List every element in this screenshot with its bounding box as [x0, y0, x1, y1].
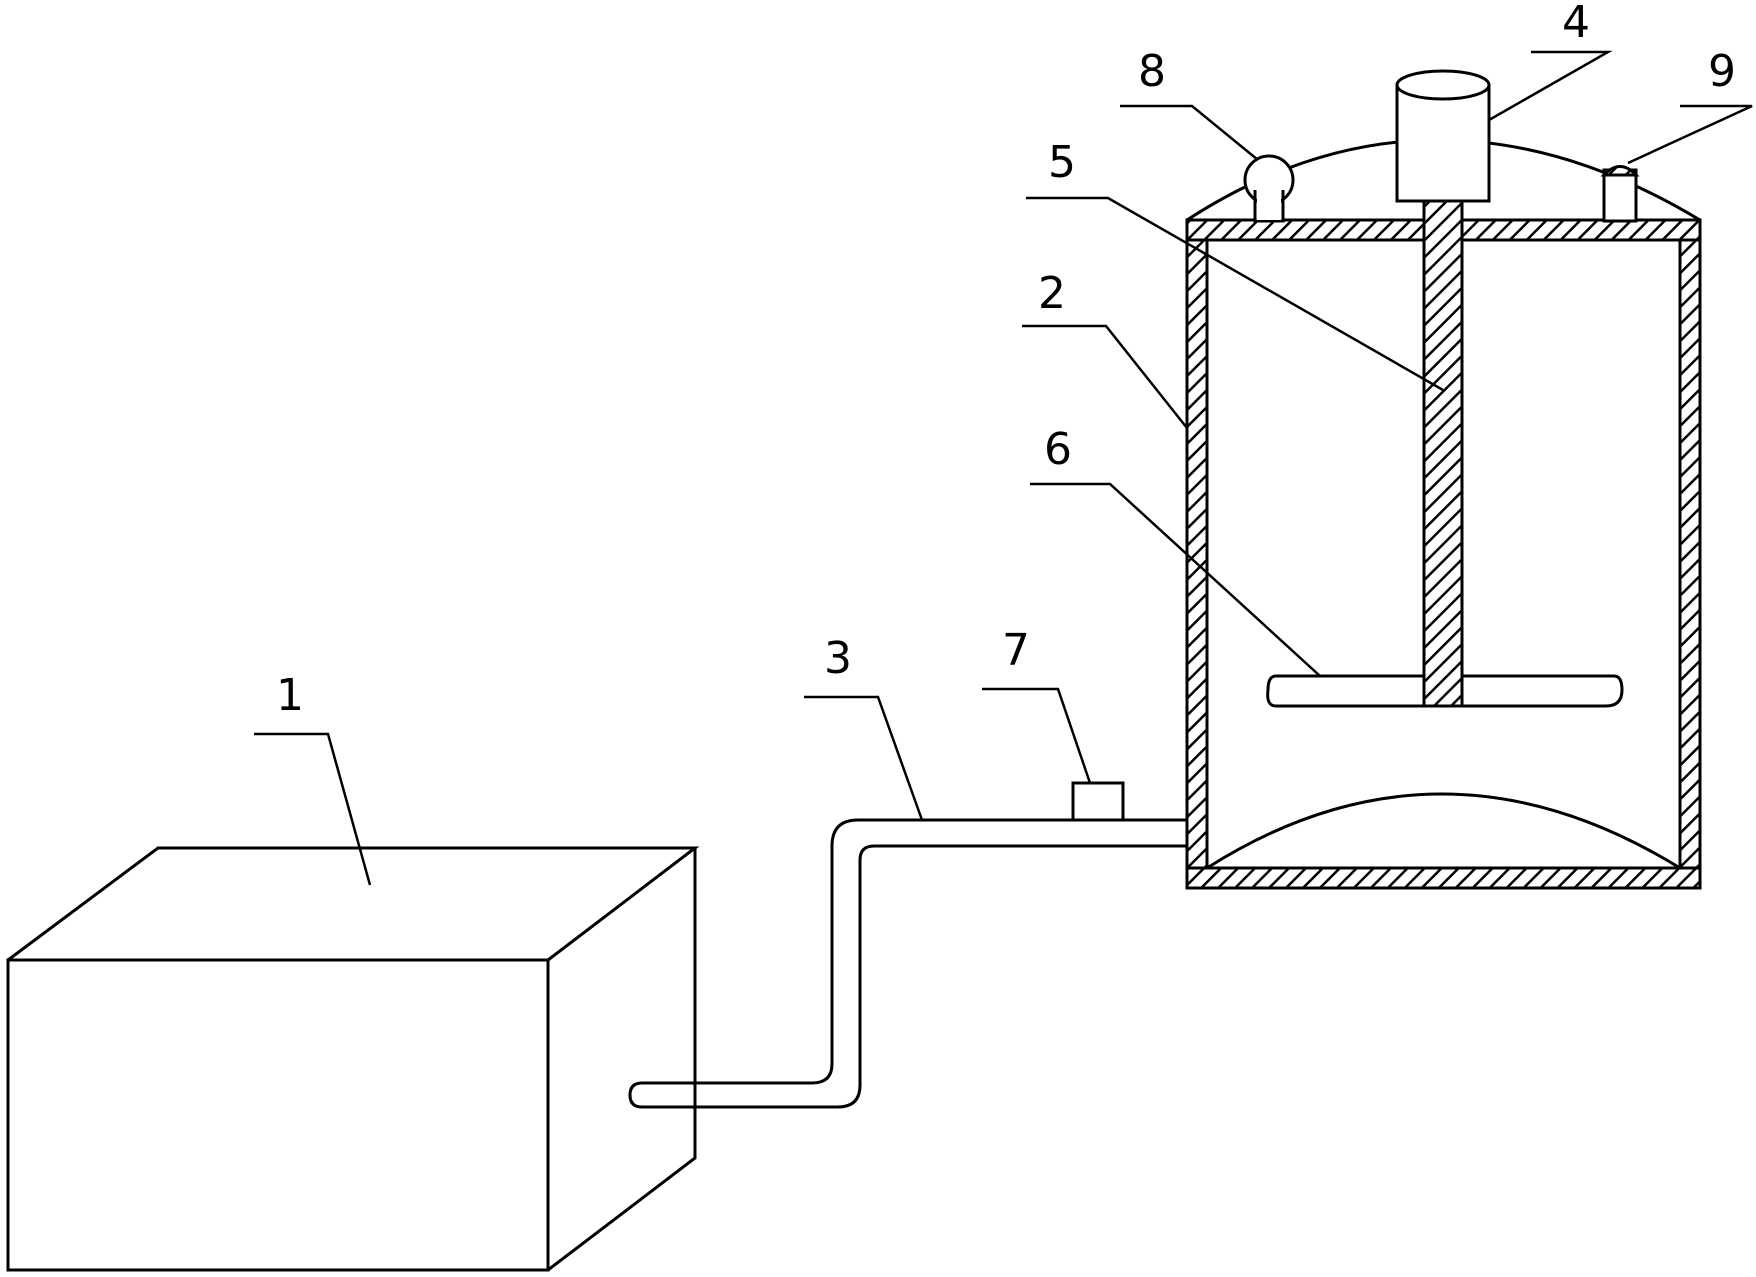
- label-1: 1: [276, 670, 304, 721]
- tank-box: [6, 846, 700, 1272]
- part-labels: 1 2 3 4 5 6 7 8 9: [276, 0, 1736, 721]
- label-2: 2: [1038, 268, 1066, 319]
- vent-outlet: [1600, 165, 1640, 223]
- label-4: 4: [1562, 0, 1590, 48]
- label-8: 8: [1138, 46, 1166, 97]
- stirring-paddle: [1266, 674, 1624, 708]
- label-9: 9: [1708, 46, 1736, 97]
- connecting-pipe: [628, 818, 1200, 1109]
- reaction-vessel: [1185, 138, 1702, 890]
- label-3: 3: [824, 633, 852, 684]
- label-6: 6: [1044, 424, 1072, 475]
- label-7: 7: [1002, 625, 1030, 676]
- motor: [1395, 69, 1491, 203]
- feed-inlet: [1243, 154, 1295, 223]
- leader-lines: [254, 50, 1753, 886]
- stirring-shaft: [1422, 199, 1464, 708]
- label-5: 5: [1048, 137, 1076, 188]
- valve: [1071, 781, 1125, 822]
